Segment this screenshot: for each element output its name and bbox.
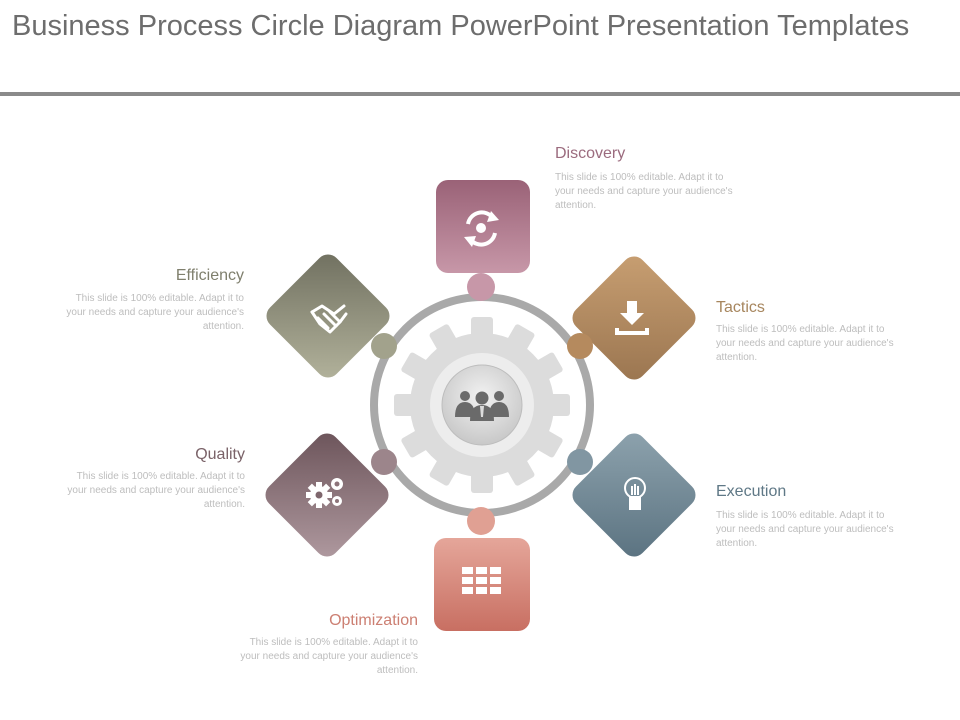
- execution-text: This slide is 100% editable. Adapt it to…: [716, 510, 894, 549]
- tactics-label: Tactics: [716, 299, 765, 316]
- optimization-label: Optimization: [329, 612, 418, 629]
- quality-knob: [371, 449, 397, 475]
- optimization-text: This slide is 100% editable. Adapt it to…: [240, 637, 418, 676]
- quality-label: Quality: [195, 446, 245, 463]
- optimization-tile: [434, 507, 530, 631]
- handshake-icon: [310, 304, 348, 334]
- title-divider: [0, 92, 960, 96]
- tactics-text: This slide is 100% editable. Adapt it to…: [716, 324, 894, 363]
- execution-knob: [567, 449, 593, 475]
- lightbulb-icon: [624, 477, 646, 510]
- gears-icon: [306, 478, 343, 508]
- page-title: Business Process Circle Diagram PowerPoi…: [12, 10, 910, 42]
- efficiency-knob: [371, 333, 397, 359]
- discovery-tile: [436, 180, 530, 301]
- discovery-text: This slide is 100% editable. Adapt it to…: [555, 172, 733, 211]
- server-icon: [462, 567, 501, 594]
- discovery-label: Discovery: [555, 145, 626, 162]
- efficiency-text: This slide is 100% editable. Adapt it to…: [66, 293, 244, 332]
- execution-label: Execution: [716, 483, 787, 500]
- quality-text: This slide is 100% editable. Adapt it to…: [67, 471, 245, 510]
- download-icon: [615, 301, 649, 335]
- tactics-knob: [567, 333, 593, 359]
- efficiency-label: Efficiency: [175, 267, 244, 284]
- team-icon: [455, 391, 509, 421]
